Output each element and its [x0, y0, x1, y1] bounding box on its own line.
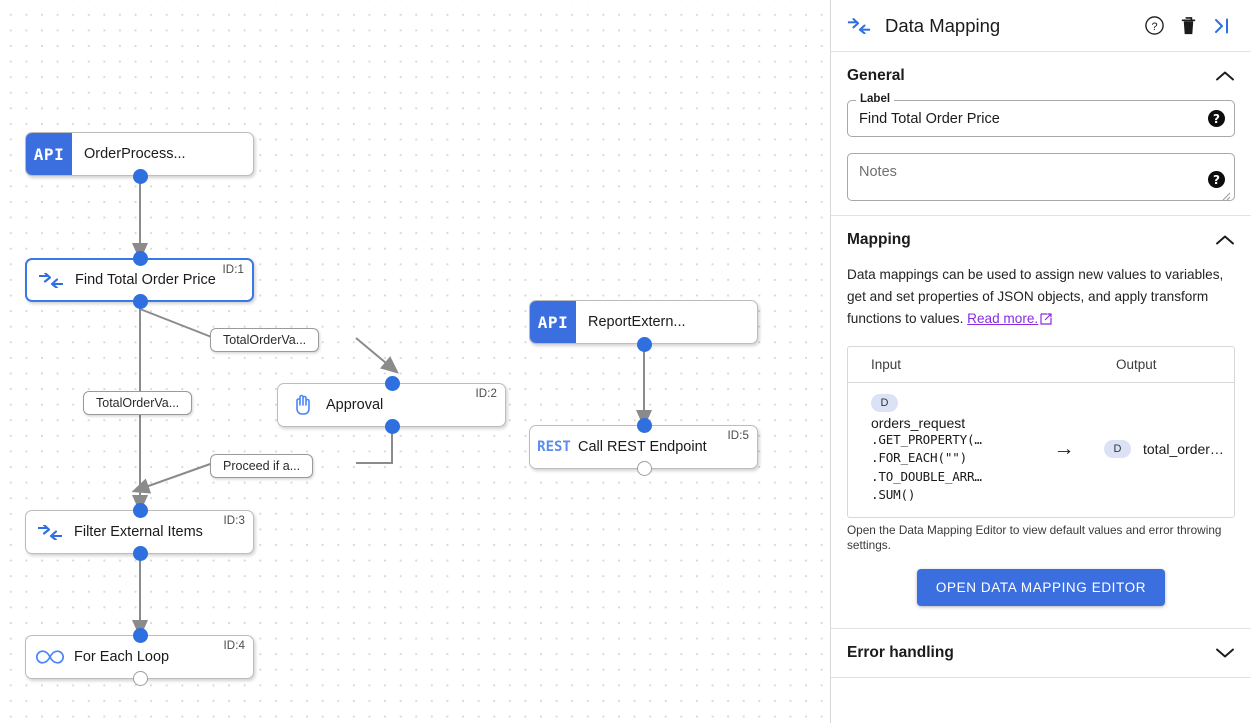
- svg-text:?: ?: [1151, 21, 1157, 33]
- node-label: Call REST Endpoint: [578, 439, 707, 455]
- input-function-3: .TO_DOUBLE_ARR…: [871, 468, 982, 484]
- node-id-badge: ID:1: [222, 264, 244, 276]
- input-function-1: .GET_PROPERTY(…: [871, 432, 982, 448]
- node-id-badge: ID:5: [727, 430, 749, 442]
- api-tag-icon: API: [530, 301, 576, 343]
- output-variable-name: total_order…: [1143, 440, 1224, 457]
- mapping-button-row: OPEN DATA MAPPING EDITOR: [847, 569, 1235, 607]
- mapping-input-cell: D orders_request .GET_PROPERTY(… .FOR_EA…: [848, 393, 1028, 505]
- trash-icon[interactable]: [1173, 11, 1203, 41]
- resize-handle[interactable]: [1221, 188, 1231, 201]
- mapping-table: Input Output D orders_request .GET_PROPE…: [847, 346, 1235, 518]
- section-title: General: [847, 67, 905, 84]
- section-divider: [831, 677, 1251, 679]
- node-id-badge: ID:3: [223, 515, 245, 527]
- section-title: Error handling: [847, 644, 954, 662]
- section-title: Mapping: [847, 231, 911, 248]
- node-port-out[interactable]: [133, 169, 148, 184]
- output-type-badge: D: [1104, 439, 1131, 458]
- general-section: General Label Find Total Order Price ? N…: [831, 52, 1251, 215]
- mapping-section: Mapping Data mappings can be used to ass…: [831, 216, 1251, 628]
- node-port-out[interactable]: [133, 294, 148, 309]
- node-port-out[interactable]: [385, 419, 400, 434]
- api-tag-icon: API: [26, 133, 72, 175]
- node-port-in[interactable]: [385, 376, 400, 391]
- infinity-icon: [26, 649, 74, 665]
- data-mapping-icon: [847, 17, 873, 34]
- mapping-section-header[interactable]: Mapping: [847, 216, 1235, 264]
- canvas-node-reportextern[interactable]: API ReportExtern...: [529, 300, 758, 344]
- node-label: OrderProcess...: [84, 146, 186, 162]
- node-port-out[interactable]: [133, 546, 148, 561]
- column-header-input: Input: [871, 357, 902, 373]
- node-port-out[interactable]: [637, 337, 652, 352]
- mapping-note: Open the Data Mapping Editor to view def…: [847, 522, 1222, 552]
- node-label: Approval: [326, 397, 384, 413]
- properties-panel: Data Mapping ?: [830, 0, 1251, 723]
- collapse-panel-icon[interactable]: [1207, 11, 1237, 41]
- chevron-up-icon[interactable]: [1215, 70, 1235, 82]
- general-section-header[interactable]: General: [847, 52, 1235, 100]
- external-link-icon[interactable]: [1040, 310, 1052, 332]
- notes-field[interactable]: Notes ?: [847, 153, 1235, 201]
- label-field-value: Find Total Order Price: [859, 110, 1000, 127]
- error-handling-section: Error handling: [831, 629, 1251, 677]
- edge-label[interactable]: TotalOrderVa...: [83, 391, 193, 415]
- mapping-output-cell: D total_order…: [1100, 439, 1234, 458]
- data-mapping-icon: [27, 272, 75, 288]
- input-function-2: .FOR_EACH(""): [871, 450, 967, 466]
- label-field-legend: Label: [856, 93, 895, 105]
- help-icon[interactable]: ?: [1208, 110, 1225, 127]
- rest-tag-icon: REST: [537, 439, 571, 455]
- mapping-description-text: Data mappings can be used to assign new …: [847, 267, 1224, 327]
- node-port-in[interactable]: [133, 251, 148, 266]
- help-icon[interactable]: ?: [1208, 171, 1225, 188]
- edge-label[interactable]: TotalOrderVa...: [210, 328, 320, 352]
- error-handling-section-header[interactable]: Error handling: [847, 629, 1235, 677]
- mapping-arrow-icon: →: [1053, 436, 1075, 460]
- page-title: Data Mapping: [885, 14, 1001, 36]
- node-port-in[interactable]: [133, 503, 148, 518]
- chevron-up-icon[interactable]: [1215, 234, 1235, 246]
- input-function-4: .SUM(): [871, 487, 916, 503]
- canvas-node-orderprocess[interactable]: API OrderProcess...: [25, 132, 254, 176]
- open-data-mapping-editor-button[interactable]: OPEN DATA MAPPING EDITOR: [916, 569, 1166, 607]
- label-field[interactable]: Label Find Total Order Price ?: [847, 93, 1235, 137]
- section-divider: [831, 215, 1251, 216]
- node-label: Filter External Items: [74, 524, 203, 540]
- workflow-canvas[interactable]: API OrderProcess... Find Total Order Pri…: [0, 0, 830, 723]
- node-label: For Each Loop: [74, 649, 170, 665]
- panel-header: Data Mapping ?: [831, 0, 1251, 52]
- edge-label[interactable]: Proceed if a...: [210, 454, 314, 478]
- hand-icon: [278, 394, 326, 416]
- input-type-badge: D: [871, 394, 898, 413]
- mapping-table-header: Input Output: [848, 347, 1234, 384]
- read-more-link[interactable]: Read more.: [967, 311, 1039, 327]
- help-circle-icon[interactable]: ?: [1139, 11, 1169, 41]
- mapping-table-row[interactable]: D orders_request .GET_PROPERTY(… .FOR_EA…: [848, 383, 1234, 517]
- notes-field-placeholder: Notes: [859, 164, 897, 180]
- node-port-in[interactable]: [133, 628, 148, 643]
- column-header-output: Output: [1116, 357, 1157, 373]
- node-port-in[interactable]: [637, 418, 652, 433]
- node-label: Find Total Order Price: [75, 272, 216, 288]
- section-divider: [831, 628, 1251, 630]
- node-id-badge: ID:4: [223, 640, 245, 652]
- data-mapping-icon: [26, 524, 74, 540]
- node-port-out[interactable]: [133, 671, 148, 686]
- node-id-badge: ID:2: [475, 388, 497, 400]
- node-port-out[interactable]: [637, 461, 652, 476]
- edge-layer: [131, 176, 652, 677]
- input-variable-name: orders_request: [871, 415, 966, 432]
- node-label: ReportExtern...: [588, 314, 686, 330]
- mapping-description: Data mappings can be used to assign new …: [847, 264, 1235, 332]
- chevron-down-icon[interactable]: [1215, 647, 1235, 659]
